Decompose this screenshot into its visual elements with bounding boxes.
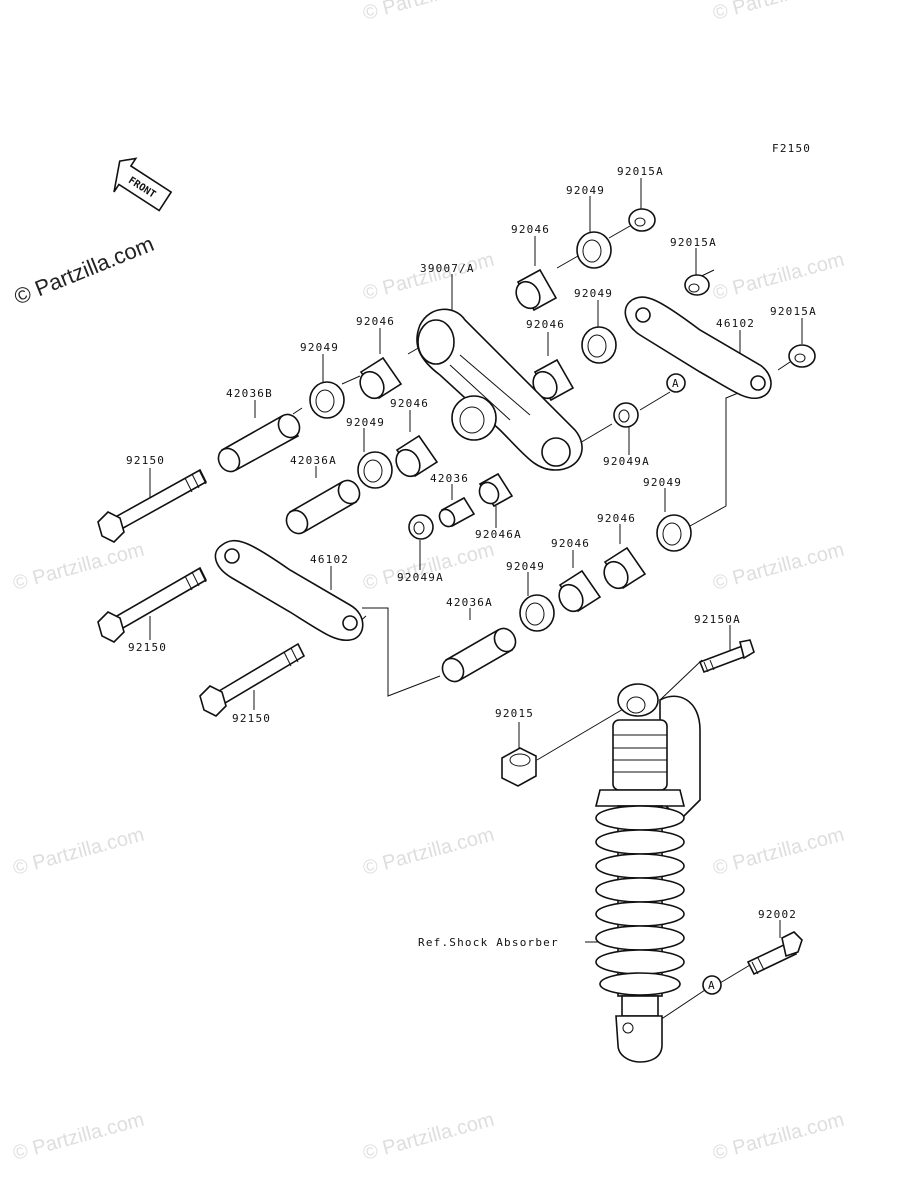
washer-92049: [309, 381, 345, 419]
part-label: 92046: [526, 318, 565, 331]
bearing-92046: [603, 546, 647, 590]
part-label: 92046: [390, 397, 429, 410]
callout-letter: A: [672, 377, 680, 390]
part-label: 92015A: [770, 305, 817, 318]
washer-92049: [656, 514, 692, 552]
bearing-92046: [515, 268, 558, 312]
washer-92049A: [408, 514, 434, 540]
watermark: © Partzilla.com: [711, 539, 847, 595]
callout-a-top: A: [666, 373, 686, 393]
part-label: 92049: [566, 184, 605, 197]
part-label: 92150: [232, 712, 271, 725]
figure-code: F2150: [772, 142, 811, 155]
watermark: © Partzilla.com: [361, 539, 497, 595]
nut-92015A-top: [628, 208, 656, 232]
collar-42036A: [441, 627, 517, 683]
watermark: © Partzilla.com: [711, 824, 847, 880]
callout-letter: A: [708, 979, 716, 992]
part-label: 46102: [310, 553, 349, 566]
watermark: © Partzilla.com: [361, 1109, 497, 1165]
collar-42036: [438, 496, 476, 528]
watermark: © Partzilla.com: [11, 1109, 147, 1165]
bolt-92150: [97, 566, 208, 643]
watermark: © Partzilla.com: [361, 824, 497, 880]
part-label: 42036A: [446, 596, 493, 609]
leader-lines: [149, 178, 803, 1021]
part-label: 92049A: [603, 455, 650, 468]
part-label: 42036B: [226, 387, 273, 400]
reference-label: Ref.Shock Absorber: [418, 936, 559, 949]
bearing-92046: [532, 358, 575, 402]
rocker-arm-39007A: [416, 308, 583, 471]
watermark: © Partzilla.com: [711, 0, 847, 25]
front-arrow-icon: FRONT: [113, 157, 173, 212]
part-label: 92002: [758, 908, 797, 921]
washer-92049: [576, 231, 612, 269]
part-label: 92150: [128, 641, 167, 654]
washer-92049: [581, 326, 617, 364]
bolt-92150A: [698, 639, 755, 674]
nut-92015: [501, 747, 537, 787]
part-label: 92049: [346, 416, 385, 429]
part-label: 92046: [551, 537, 590, 550]
part-label: 92150A: [694, 613, 741, 626]
watermark-dark: © Partzilla.com: [11, 231, 158, 310]
watermark: © Partzilla.com: [711, 1109, 847, 1165]
part-label: 92049: [643, 476, 682, 489]
callout-a-bottom: A: [702, 975, 722, 995]
nut-92015A-mid: [684, 274, 710, 296]
watermark: © Partzilla.com: [361, 0, 497, 25]
tie-rod-46102-right: [624, 296, 772, 400]
washer-92049: [519, 594, 555, 632]
part-label: 92049: [574, 287, 613, 300]
collar-42036A: [285, 479, 361, 535]
bolt-92150: [199, 642, 306, 717]
part-label: 92049A: [397, 571, 444, 584]
bearing-92046A: [478, 472, 514, 508]
watermark: © Partzilla.com: [361, 249, 497, 305]
part-label: 42036: [430, 472, 469, 485]
part-label: 92046: [597, 512, 636, 525]
washer-92049A: [613, 402, 639, 428]
watermark: © Partzilla.com: [11, 824, 147, 880]
part-label: 42036A: [290, 454, 337, 467]
part-label: 39007/A: [420, 262, 475, 275]
bolt-92002: [746, 931, 803, 976]
part-label: 92150: [126, 454, 165, 467]
part-label: 92015: [495, 707, 534, 720]
nut-92015A-right: [788, 344, 816, 368]
tie-rod-46102-left: [214, 539, 364, 642]
watermark: © Partzilla.com: [11, 539, 147, 595]
part-label: 92046A: [475, 528, 522, 541]
bearing-92046: [359, 356, 403, 400]
shock-absorber: [594, 683, 701, 1063]
parts: [97, 208, 816, 1063]
part-labels: 92015A 92049 92046 39007/A 92015A 92049 …: [126, 165, 817, 949]
part-label: 46102: [716, 317, 755, 330]
bearing-92046: [558, 569, 602, 613]
spring-coils: [595, 805, 685, 996]
collar-42036B: [217, 413, 301, 473]
part-label: 92046: [511, 223, 550, 236]
bearing-92046: [395, 434, 439, 478]
part-label: 92049: [506, 560, 545, 573]
watermark: © Partzilla.com: [711, 249, 847, 305]
bolt-92150: [97, 468, 208, 543]
washer-92049: [357, 451, 393, 489]
part-label: 92049: [300, 341, 339, 354]
part-label: 92046: [356, 315, 395, 328]
part-label: 92015A: [670, 236, 717, 249]
part-label: 92015A: [617, 165, 664, 178]
